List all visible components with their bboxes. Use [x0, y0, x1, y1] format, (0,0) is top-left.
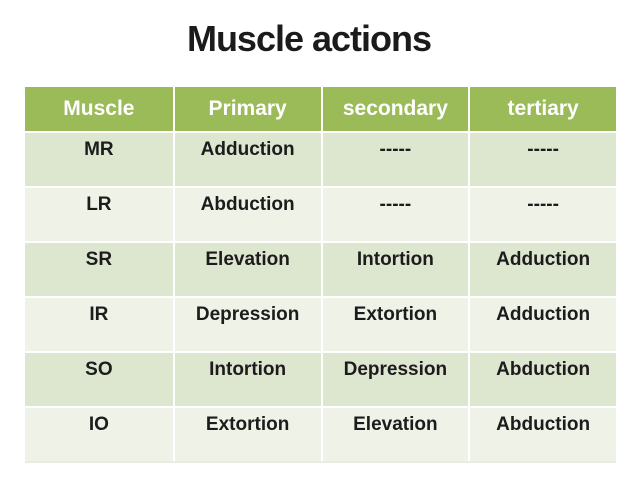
- slide-title: Muscle actions: [186, 18, 432, 59]
- cell-tertiary: Adduction: [468, 296, 616, 351]
- muscle-actions-table: Muscle Primary secondary tertiary MR Add…: [25, 87, 616, 463]
- cell-secondary: Depression: [320, 351, 469, 406]
- cell-tertiary: -----: [468, 186, 616, 241]
- cell-tertiary: -----: [468, 131, 616, 186]
- cell-primary: Intortion: [172, 351, 321, 406]
- table-header-row: Muscle Primary secondary tertiary: [25, 87, 616, 131]
- cell-primary: Depression: [172, 296, 321, 351]
- column-header-muscle: Muscle: [25, 87, 173, 131]
- cell-secondary: Elevation: [320, 406, 469, 461]
- column-header-tertiary: tertiary: [468, 87, 616, 131]
- cell-tertiary: Abduction: [468, 406, 616, 461]
- cell-muscle: MR: [25, 131, 173, 186]
- table-row-so: SO Intortion Depression Abduction: [25, 351, 616, 406]
- cell-tertiary: Abduction: [468, 351, 616, 406]
- cell-primary: Extortion: [172, 406, 321, 461]
- table-row-lr: LR Abduction ----- -----: [25, 186, 616, 241]
- cell-secondary: -----: [320, 186, 469, 241]
- column-header-secondary: secondary: [320, 87, 469, 131]
- cell-muscle: LR: [25, 186, 173, 241]
- cell-muscle: SO: [25, 351, 173, 406]
- cell-secondary: -----: [320, 131, 469, 186]
- table-row-io: IO Extortion Elevation Abduction: [25, 406, 616, 461]
- table-row-mr: MR Adduction ----- -----: [25, 131, 616, 186]
- table-row-sr: SR Elevation Intortion Adduction: [25, 241, 616, 296]
- cell-primary: Adduction: [172, 131, 321, 186]
- cell-tertiary: Adduction: [468, 241, 616, 296]
- cell-primary: Abduction: [172, 186, 321, 241]
- cell-muscle: IO: [25, 406, 173, 461]
- cell-muscle: SR: [25, 241, 173, 296]
- cell-muscle: IR: [25, 296, 173, 351]
- cell-primary: Elevation: [172, 241, 321, 296]
- cell-secondary: Extortion: [320, 296, 469, 351]
- cell-secondary: Intortion: [320, 241, 469, 296]
- column-header-primary: Primary: [172, 87, 321, 131]
- table-row-ir: IR Depression Extortion Adduction: [25, 296, 616, 351]
